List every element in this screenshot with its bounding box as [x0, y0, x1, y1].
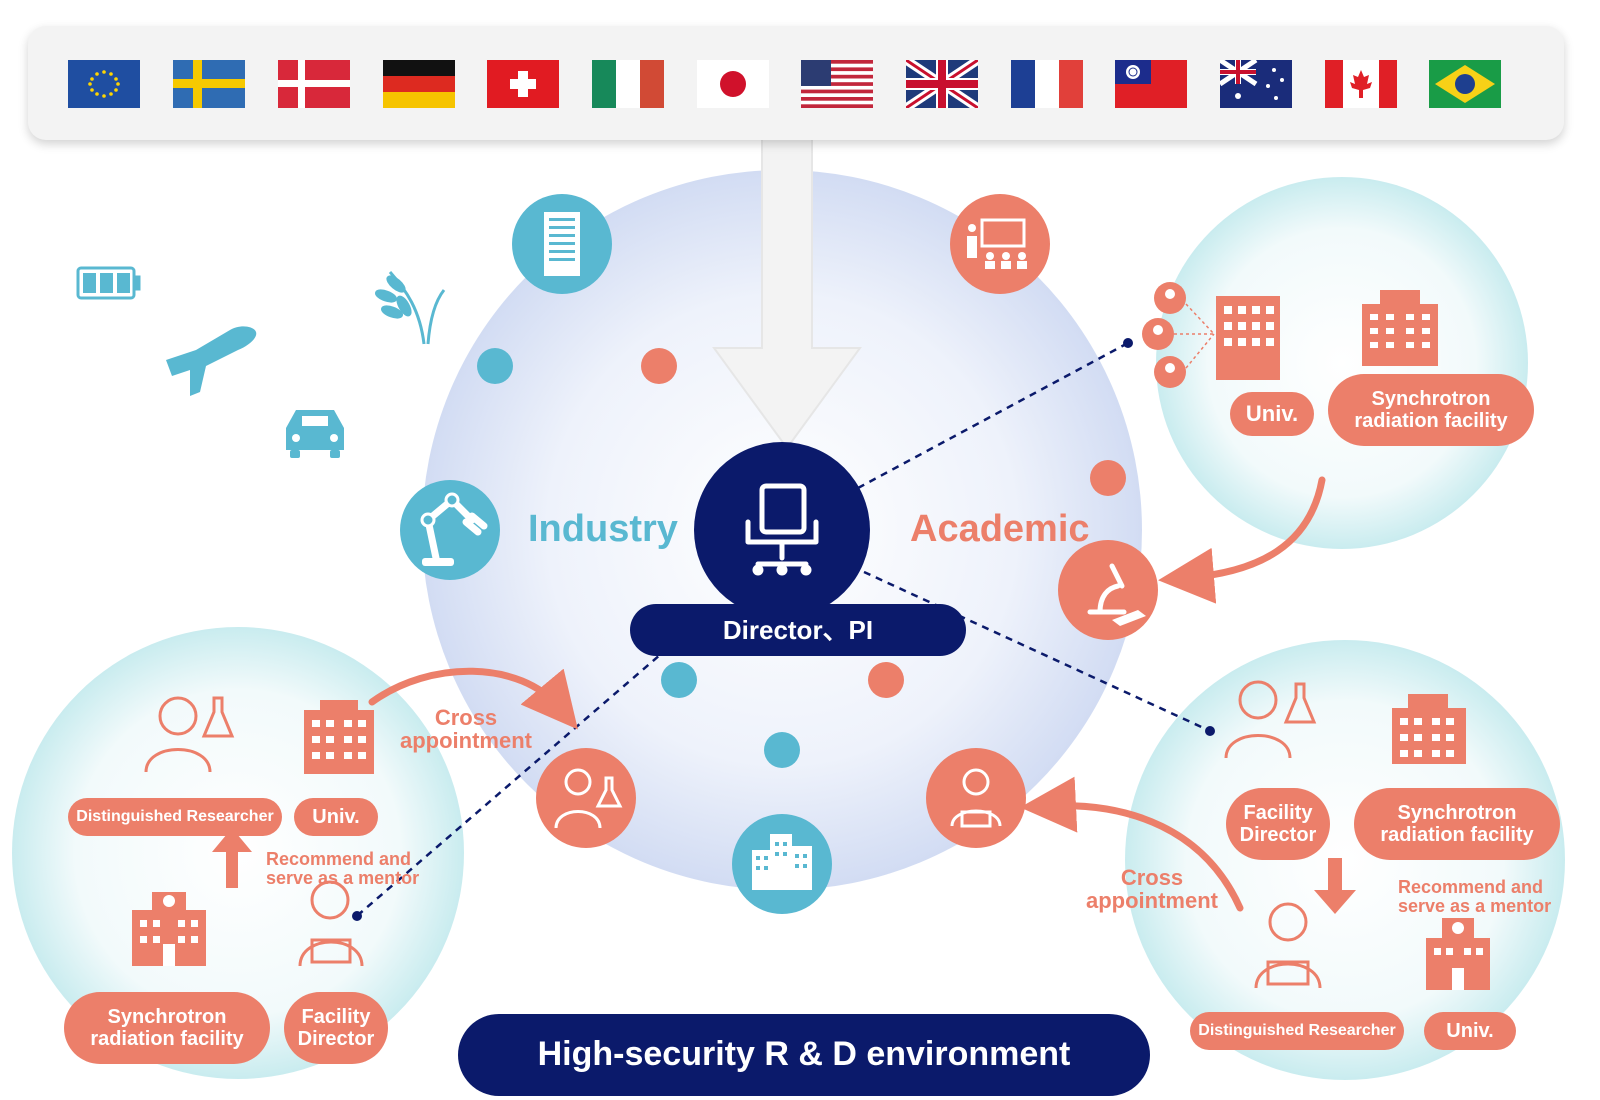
- university-building-icon: [304, 700, 374, 774]
- up-arrow-icon: [212, 828, 252, 888]
- researcher-flask-outline-icon: [144, 696, 235, 773]
- switzerland-flag-icon: [487, 60, 559, 108]
- synchrotron-badge-bl: Synchrotron radiation facility: [64, 992, 270, 1064]
- germany-flag-icon: [383, 60, 455, 108]
- arrow-cross-bottomleft: [368, 667, 578, 730]
- japan-flag-icon: [697, 60, 769, 108]
- clock-tower-building-icon: [132, 892, 206, 966]
- people-group-icon: [1142, 282, 1215, 388]
- link-endpoint-3: [352, 911, 362, 921]
- clock-tower-building-icon: [1426, 918, 1490, 990]
- univ-badge-topright: Univ.: [1230, 392, 1314, 436]
- inflow-arrow: [712, 137, 862, 450]
- office-chair-icon: [745, 483, 819, 576]
- taiwan-flag-icon: [1115, 60, 1187, 108]
- cross-appointment-text-left: Cross appointment: [400, 705, 532, 754]
- france-flag-icon: [1011, 60, 1083, 108]
- facility-director-badge-br: Facility Director: [1226, 788, 1330, 860]
- dot-coral-1: [641, 348, 677, 384]
- sweden-flag-icon: [173, 60, 245, 108]
- buildings-icon: [732, 814, 832, 914]
- canada-flag-icon: [1325, 60, 1397, 108]
- distinguished-researcher-badge-br: Distinguished Researcher: [1190, 1012, 1404, 1050]
- industry-label: Industry: [528, 508, 678, 550]
- eu-flag-icon: [68, 60, 140, 108]
- recommend-mentor-text-br: Recommend and serve as a mentor: [1398, 877, 1552, 916]
- car-icon: [286, 410, 344, 458]
- academic-label: Academic: [910, 508, 1090, 550]
- researcher-flask-outline-icon: [1224, 680, 1317, 759]
- synchrotron-badge-topright: Synchrotron radiation facility: [1328, 374, 1534, 446]
- link-endpoint-1: [1123, 338, 1133, 348]
- cross-appointment-text-right: Cross appointment: [1086, 865, 1218, 914]
- univ-badge-br: Univ.: [1424, 1012, 1516, 1050]
- university-building-icon: [1216, 296, 1280, 380]
- link-director-bottomleft: [357, 647, 669, 916]
- synchrotron-building-icon: [1362, 290, 1438, 366]
- researcher-reading-outline-icon: [298, 880, 364, 967]
- recommend-mentor-text-bl: Recommend and serve as a mentor: [266, 849, 420, 888]
- dot-teal-1: [477, 348, 513, 384]
- skyscraper-icon: [512, 194, 612, 294]
- robot-arm-icon: [400, 480, 500, 580]
- distinguished-researcher-badge-bl: Distinguished Researcher: [68, 798, 282, 836]
- usa-flag-icon: [801, 60, 873, 108]
- airplane-icon: [166, 326, 257, 396]
- researcher-flask-icon: [536, 748, 636, 848]
- researcher-reading-icon: [926, 748, 1026, 848]
- microscope-graduation-icon: [1058, 540, 1158, 640]
- lecture-icon: [950, 194, 1050, 294]
- synchrotron-building-icon: [1392, 694, 1466, 764]
- dot-teal-2: [661, 662, 697, 698]
- dot-teal-3: [764, 732, 800, 768]
- top-right-bubble: [1156, 177, 1528, 549]
- italy-flag-icon: [592, 60, 664, 108]
- arrow-cross-bottomright: [1020, 776, 1244, 912]
- univ-badge-bl: Univ.: [294, 798, 378, 836]
- dot-coral-2: [1090, 460, 1126, 496]
- battery-icon: [76, 266, 141, 300]
- researcher-reading-outline-icon: [1254, 902, 1322, 989]
- facility-director-badge-bl: Facility Director: [284, 992, 388, 1064]
- bottom-title-banner: High-security R & D environment: [458, 1014, 1150, 1096]
- director-pi-badge: Director、PI: [630, 604, 966, 656]
- link-director-bottomright: [863, 570, 1209, 732]
- dot-coral-3: [868, 662, 904, 698]
- denmark-flag-icon: [278, 60, 350, 108]
- arrow-topright-to-academic: [1158, 476, 1326, 604]
- brazil-flag-icon: [1429, 60, 1501, 108]
- synchrotron-badge-br: Synchrotron radiation facility: [1354, 788, 1560, 860]
- australia-flag-icon: [1220, 60, 1292, 108]
- link-endpoint-2: [1205, 726, 1215, 736]
- down-arrow-icon: [1314, 858, 1356, 914]
- wheat-icon: [375, 271, 446, 345]
- uk-flag-icon: [906, 60, 978, 108]
